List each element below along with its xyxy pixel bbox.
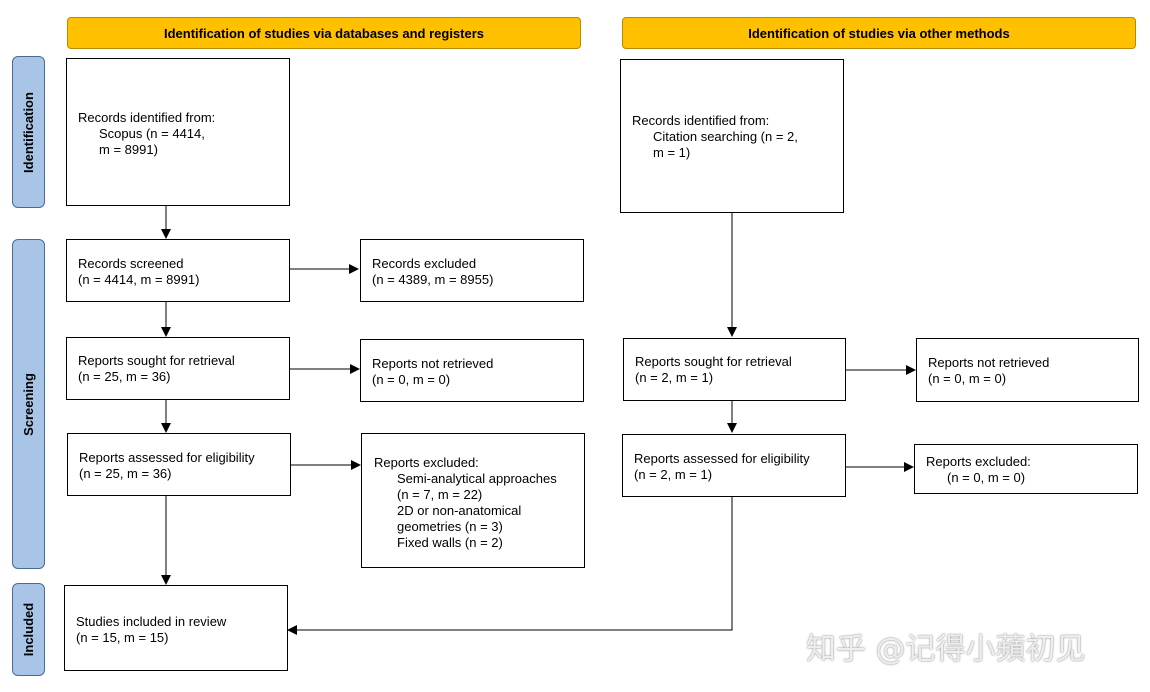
- text: Reports sought for retrieval: [635, 354, 792, 369]
- text: Reports excluded:: [374, 455, 479, 470]
- arrow-right-assessed-to-included: [287, 497, 733, 635]
- text: (n = 25, m = 36): [79, 466, 172, 481]
- text: 2D or non-anatomical: [397, 503, 522, 518]
- box-reports-assessed: Reports assessed for eligibility (n = 25…: [67, 433, 291, 496]
- phase-screening: Screening: [12, 239, 45, 569]
- header-other-methods: Identification of studies via other meth…: [622, 17, 1136, 49]
- box-right-reports-not-retrieved: Reports not retrieved (n = 0, m = 0): [916, 338, 1139, 402]
- text: m = 8991): [99, 142, 158, 157]
- box-records-excluded: Records excluded (n = 4389, m = 8955): [360, 239, 584, 302]
- text: (n = 2, m = 1): [634, 467, 713, 482]
- phase-identification: Identification: [12, 56, 45, 208]
- text: Records excluded: [372, 256, 477, 271]
- text: Reports sought for retrieval: [78, 353, 235, 368]
- box-records-screened: Records screened (n = 4414, m = 8991): [66, 239, 290, 302]
- text: Reports not retrieved: [928, 355, 1050, 370]
- text: Semi-analytical approaches: [397, 471, 557, 486]
- text: (n = 0, m = 0): [372, 372, 451, 387]
- text: Citation searching (n = 2,: [653, 129, 798, 144]
- header-databases: Identification of studies via databases …: [67, 17, 581, 49]
- text: (n = 15, m = 15): [76, 630, 169, 645]
- box-records-identified: Records identified from: Scopus (n = 441…: [66, 58, 290, 206]
- box-right-reports-assessed: Reports assessed for eligibility (n = 2,…: [622, 434, 846, 497]
- text: m = 1): [653, 145, 691, 160]
- box-reports-not-retrieved: Reports not retrieved (n = 0, m = 0): [360, 339, 584, 402]
- text: Reports assessed for eligibility: [79, 450, 255, 465]
- text: (n = 0, m = 0): [947, 470, 1026, 485]
- watermark: 知乎 @记得小蘋初见: [806, 632, 1086, 667]
- text: (n = 2, m = 1): [635, 370, 714, 385]
- text: geometries (n = 3): [397, 519, 503, 534]
- text: Reports assessed for eligibility: [634, 451, 810, 466]
- text: (n = 0, m = 0): [928, 371, 1007, 386]
- box-reports-sought: Reports sought for retrieval (n = 25, m …: [66, 337, 290, 400]
- text: Scopus (n = 4414,: [99, 126, 205, 141]
- box-reports-excluded: Reports excluded: Semi-analytical approa…: [361, 433, 585, 568]
- text: (n = 4389, m = 8955): [372, 272, 494, 287]
- text: Studies included in review: [76, 614, 227, 629]
- text: Records identified from:: [78, 110, 216, 125]
- text: Reports excluded:: [926, 454, 1031, 469]
- box-right-reports-sought: Reports sought for retrieval (n = 2, m =…: [623, 338, 846, 401]
- text: Records identified from:: [632, 113, 770, 128]
- phase-included: Included: [12, 583, 45, 676]
- text: (n = 4414, m = 8991): [78, 272, 200, 287]
- text: Fixed walls (n = 2): [397, 535, 503, 550]
- box-right-reports-excluded: Reports excluded: (n = 0, m = 0): [914, 444, 1138, 494]
- text: (n = 7, m = 22): [397, 487, 483, 502]
- text: (n = 25, m = 36): [78, 369, 171, 384]
- box-studies-included: Studies included in review (n = 15, m = …: [64, 585, 288, 671]
- box-right-records-identified: Records identified from: Citation search…: [620, 59, 844, 213]
- text: Reports not retrieved: [372, 356, 494, 371]
- text: Records screened: [78, 256, 184, 271]
